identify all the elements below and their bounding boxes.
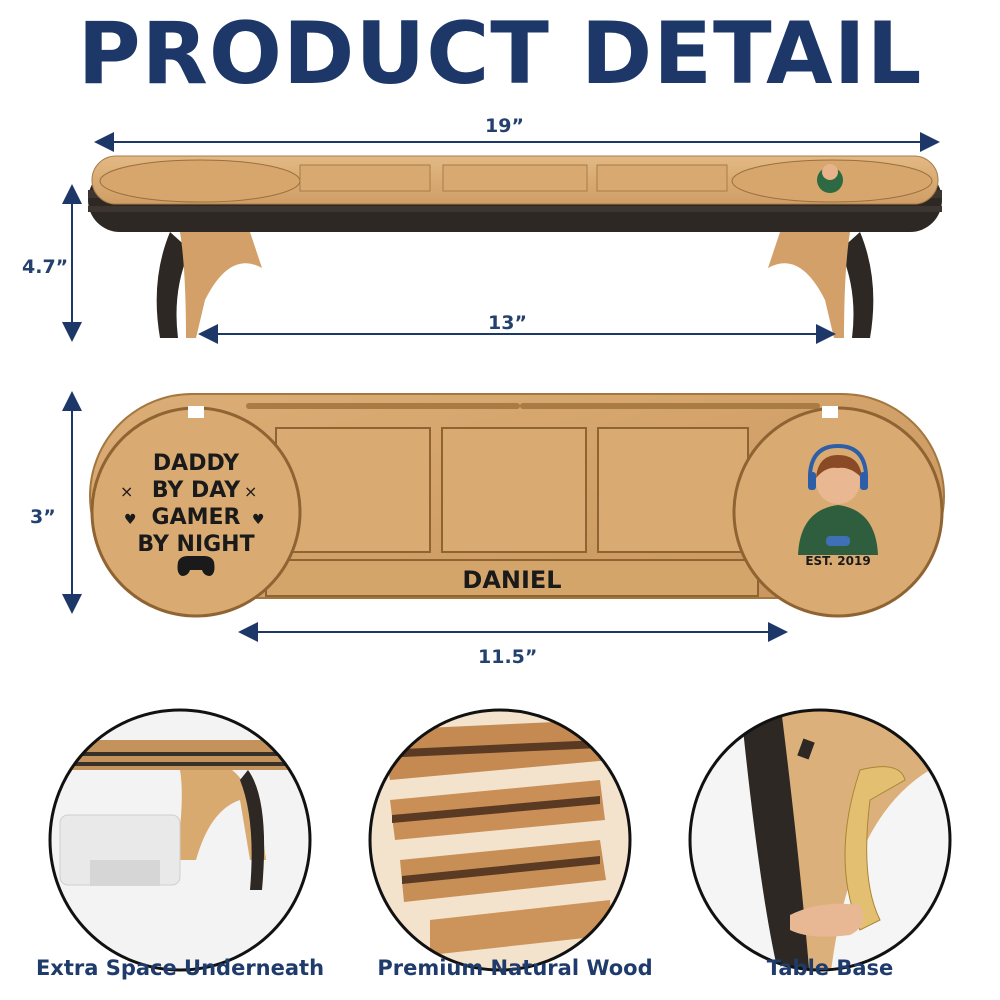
side-view-stand bbox=[62, 132, 942, 344]
dim-inner-width: 13” bbox=[488, 312, 527, 334]
detail-circle-1 bbox=[48, 708, 312, 972]
gamer-avatar bbox=[798, 443, 878, 555]
tray-text-line: BY NIGHT bbox=[137, 532, 255, 557]
detail-base bbox=[690, 710, 950, 970]
svg-text:♥: ♥ bbox=[124, 512, 137, 528]
dim-length-top: 19” bbox=[485, 115, 524, 137]
svg-text:♥: ♥ bbox=[252, 512, 265, 528]
top-view-tray: × × ♥ ♥ bbox=[62, 391, 945, 642]
tray-text-line: DADDY bbox=[152, 451, 240, 476]
svg-text:×: × bbox=[244, 482, 257, 501]
detail-underneath bbox=[50, 710, 310, 970]
dim-bottom-width: 11.5” bbox=[478, 646, 538, 668]
detail-wood bbox=[370, 710, 630, 970]
caption-premium-wood: Premium Natural Wood bbox=[377, 956, 653, 980]
controller-icon bbox=[177, 556, 215, 576]
detail-circle-2 bbox=[368, 708, 632, 972]
caption-extra-space: Extra Space Underneath bbox=[35, 956, 325, 980]
tray-text-line: BY DAY bbox=[151, 478, 241, 503]
tray-name: DANIEL bbox=[462, 566, 562, 594]
detail-circle-3 bbox=[688, 708, 952, 972]
caption-table-base: Table Base bbox=[766, 956, 894, 980]
dim-height: 4.7” bbox=[22, 256, 69, 278]
page-title: PRODUCT DETAIL bbox=[77, 4, 923, 104]
dim-depth: 3” bbox=[30, 506, 56, 528]
svg-text:×: × bbox=[120, 482, 133, 501]
tray-text-line: GAMER bbox=[151, 505, 241, 530]
tray-est: EST. 2019 bbox=[805, 554, 871, 568]
tray-left-text: DADDY BY DAY GAMER BY NIGHT bbox=[126, 450, 266, 558]
